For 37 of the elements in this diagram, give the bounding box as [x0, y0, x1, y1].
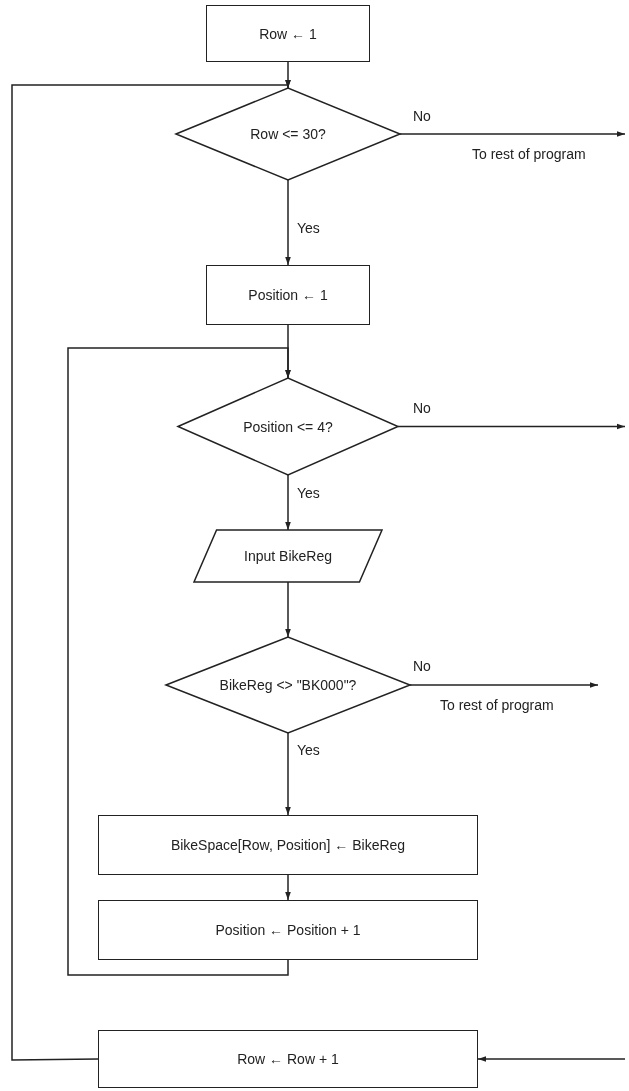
node-text: Row ← 1 [259, 25, 317, 42]
node-text: Position <= 4? [243, 418, 333, 435]
decision-diamond [166, 637, 410, 733]
decision-diamond [178, 378, 398, 475]
arrow [285, 581, 291, 638]
process-box [98, 900, 478, 960]
node-text: Row ← Row + 1 [237, 1051, 339, 1067]
arrow [67, 347, 291, 976]
note-text: To rest of program [472, 146, 586, 162]
process-box [206, 5, 370, 62]
node-text: BikeSpace[Row, Position] ← BikeReg [170, 837, 406, 853]
node-text: Position ← Position + 1 [215, 922, 361, 938]
arrow [285, 874, 291, 901]
arrow [409, 682, 599, 688]
arrow [399, 131, 626, 137]
input-parallelogram [194, 530, 382, 582]
edge-label: No [412, 400, 432, 416]
edge-label: No [412, 658, 432, 674]
node-text: BikeReg <> "BK000"? [219, 677, 357, 693]
arrow [285, 732, 291, 816]
arrow [477, 1056, 626, 1062]
edge-label: Yes [296, 742, 321, 758]
arrow [285, 474, 291, 531]
process-box [98, 815, 478, 875]
note-text: To rest of program [440, 697, 554, 713]
arrow [11, 80, 291, 1061]
arrow [285, 179, 291, 266]
edge-label: No [412, 108, 432, 124]
arrow [397, 423, 626, 430]
process-box [98, 1030, 478, 1088]
process-box [206, 265, 370, 325]
node-text: Input BikeReg [244, 548, 332, 564]
edge-label: Yes [296, 485, 321, 501]
node-text: Position ← 1 [248, 287, 328, 303]
edge-label: Yes [296, 220, 321, 236]
decision-diamond [176, 88, 400, 180]
node-text: Row <= 30? [250, 126, 326, 142]
